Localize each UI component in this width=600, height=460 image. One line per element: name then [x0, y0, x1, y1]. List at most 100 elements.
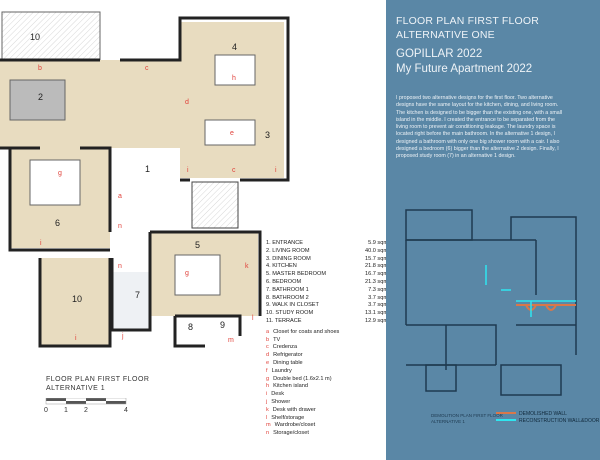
room-number: 5 [195, 240, 200, 250]
furniture-label: Desk [271, 391, 284, 398]
letter-label: i [75, 335, 77, 342]
furniture-label: Closet for coats and shoes [273, 328, 340, 335]
room-name: 3. DINING ROOM [266, 255, 311, 262]
room-entry: 1. ENTRANCE 5.9 sqm [266, 240, 388, 248]
description-line: I proposed two alternative designs for t… [396, 95, 553, 101]
room-number: 3 [265, 130, 270, 140]
description-line: designs have the same layout for the kit… [396, 102, 559, 109]
letter-label: a [118, 193, 122, 200]
room-name: 4. KITCHEN [266, 263, 297, 270]
room-entry: 11. TERRACE 12.9 sqm [266, 318, 388, 326]
furniture-label: Double bed (1.6x2.1 m) [273, 375, 332, 382]
letter-label: j [121, 333, 124, 340]
living-sofa [9, 79, 66, 121]
room-area: 21.8 sqm [364, 263, 388, 270]
room-name: 2. LIVING ROOM [266, 247, 310, 254]
description-text: I proposed two alternative designs for t… [396, 95, 600, 161]
description-line: living room to prevent air conditioning … [396, 124, 556, 131]
furniture-key: k [266, 406, 269, 413]
scale-tick: 2 [84, 407, 88, 414]
furniture-key: a [266, 328, 270, 335]
furniture-key: m [266, 422, 271, 429]
letter-label: l [252, 315, 254, 322]
furniture-key: l [266, 414, 268, 421]
room-number: 10 [72, 294, 82, 304]
room-entry: 7. BATHROOM 1 7.3 sqm [266, 287, 388, 295]
letter-label: n [118, 263, 122, 270]
room-area: 21.3 sqm [364, 278, 388, 285]
room-number: 10 [30, 32, 40, 42]
bathroom-7-floor [112, 272, 150, 330]
reconstruction-swatch [496, 419, 516, 421]
room-area: 5.9 sqm [368, 240, 388, 246]
description-line: designed a bedroom (6) bigger than the a… [396, 146, 559, 153]
room-number: 1 [145, 164, 150, 174]
room-area: 12.9 sqm [364, 317, 388, 324]
furniture-key: f [266, 367, 268, 374]
description-line: island in the middle. I created the entr… [396, 116, 556, 123]
letter-label: i [40, 240, 42, 247]
terrace [1, 11, 101, 61]
letter-label: i [187, 167, 189, 174]
room-name: 1. ENTRANCE [266, 240, 303, 246]
description-line: located right before the main bathroom. … [396, 131, 556, 138]
letter-label: c [145, 65, 149, 72]
letter-label: g [185, 270, 189, 277]
room-number: 9 [220, 320, 225, 330]
furniture-key: i [266, 391, 268, 398]
furniture-label: TV [273, 336, 281, 343]
scale-tick: 1 [64, 407, 68, 414]
kitchen-dining-floor [180, 22, 284, 178]
furniture-label: Desk with drawer [272, 406, 316, 413]
furniture-key: c [266, 344, 269, 351]
stairs [191, 181, 239, 229]
furniture-label: Dining table [273, 359, 303, 366]
study-floor [40, 258, 110, 346]
furniture-key: n [266, 430, 270, 437]
description-line: The kitchen is designed to be bigger tha… [396, 109, 563, 116]
kitchen-island [214, 54, 256, 86]
room-name: 7. BATHROOM 1 [266, 286, 309, 293]
furniture-key: h [266, 383, 270, 390]
room-name: 11. TERRACE [266, 317, 302, 324]
furniture-key: d [266, 352, 270, 359]
furniture-label: Shower [271, 398, 291, 405]
room-area: 7.3 sqm [368, 286, 388, 293]
furniture-label: Shelf/storage [271, 414, 305, 421]
dining-table [204, 119, 256, 146]
furniture-letters: a b c c d e g g h i i i i k m n n j l [38, 65, 277, 344]
letter-label: m [228, 337, 234, 344]
room-number: 4 [232, 42, 237, 52]
room-entry: 4. KITCHEN 21.8 sqm [266, 263, 388, 271]
furniture-key: b [266, 336, 270, 343]
room-number: 7 [135, 290, 140, 300]
scale-tick: 4 [124, 407, 128, 414]
room-name: 8. BATHROOM 2 [266, 294, 309, 301]
furniture-label: Wardrobe/closet [274, 422, 316, 429]
legend-demolished: DEMOLISHED WALL [519, 411, 567, 417]
furniture-label: Laundry [271, 367, 292, 374]
floor-plan: 1 2 3 4 5 6 7 8 9 10 10 a b c c d e g g … [0, 11, 290, 348]
demolished-swatch [496, 412, 516, 414]
furniture-key: j [266, 398, 268, 405]
room-area: 3.7 sqm [368, 294, 388, 301]
furniture-key: e [266, 359, 270, 366]
letter-label: b [38, 65, 42, 72]
letter-label: h [232, 75, 236, 82]
